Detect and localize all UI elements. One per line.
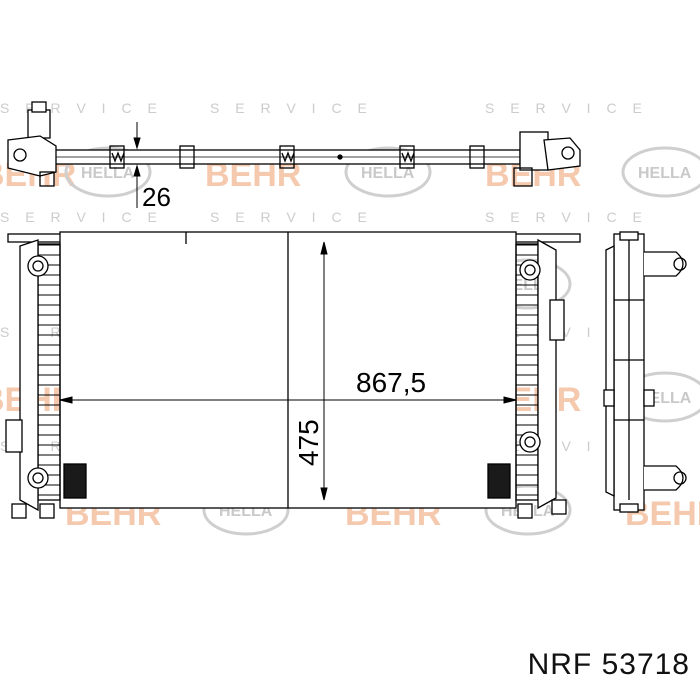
watermark-service: S E R V I C E (210, 209, 373, 225)
dimension-height-label: 475 (293, 419, 324, 466)
side-view (603, 231, 687, 513)
watermark-service: S E R V I C E (485, 100, 648, 116)
front-view (5, 231, 581, 519)
top-view (7, 101, 581, 187)
dimension-width-label: 867,5 (356, 367, 426, 398)
watermark-hella-logo: HELLA (621, 146, 700, 198)
watermark-hella-logo: HELLA (344, 146, 432, 198)
watermark-service: S E R V I C E (210, 100, 373, 116)
watermark-hella-logo: HELLA (64, 146, 152, 198)
svg-text:HELLA: HELLA (361, 165, 415, 182)
part-number-caption: NRF 53718 (527, 648, 690, 681)
dimension-thickness (133, 122, 141, 208)
dimension-width (59, 396, 517, 404)
watermark-service: S E R V I C E (485, 209, 648, 225)
watermark-service: S E R V I C E (0, 209, 163, 225)
watermark-service: S E R V I C E (0, 100, 163, 116)
svg-text:HELLA: HELLA (638, 165, 692, 182)
dimension-thickness-label: 26 (142, 182, 171, 212)
dimension-height (320, 241, 328, 501)
svg-text:HELLA: HELLA (81, 165, 135, 182)
